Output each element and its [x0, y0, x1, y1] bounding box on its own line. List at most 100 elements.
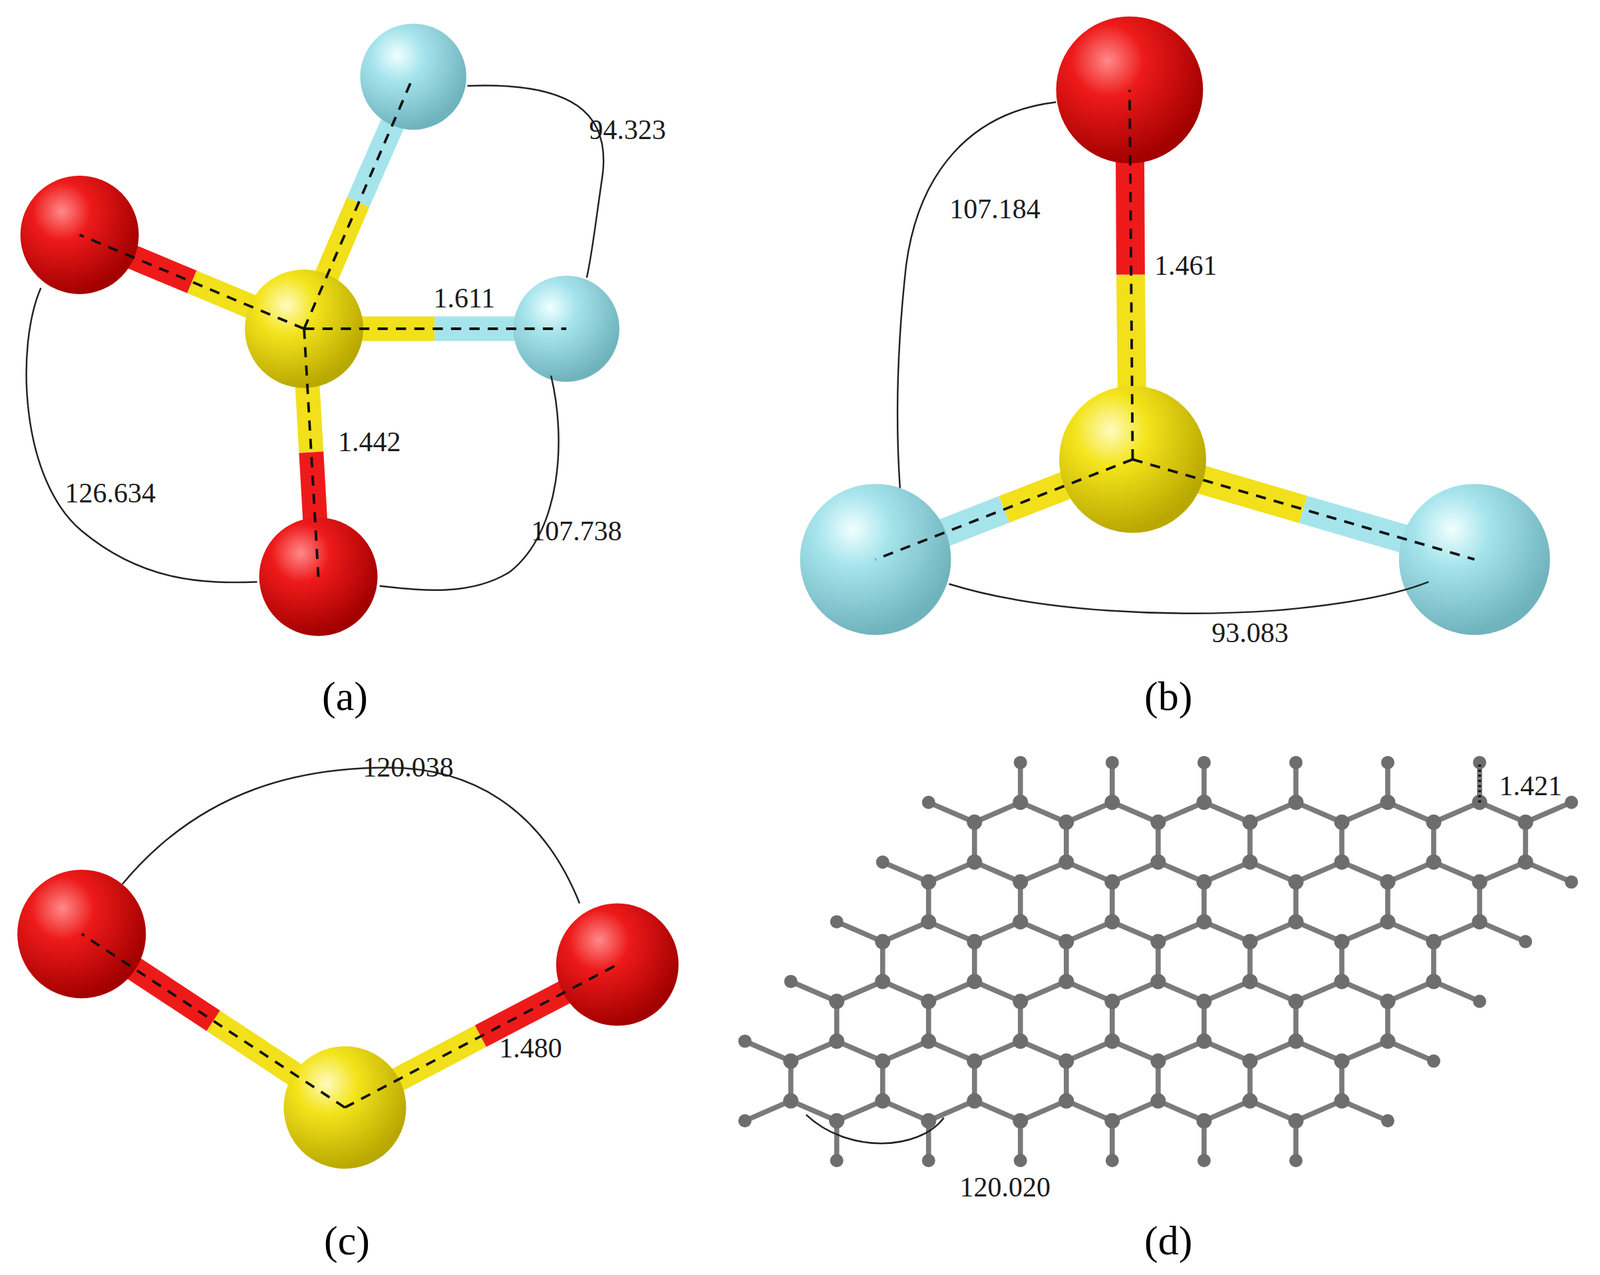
carbon-atom — [1012, 1113, 1028, 1129]
carbon-atom — [1058, 1093, 1074, 1109]
carbon-atom — [920, 874, 937, 890]
carbon-atom — [1242, 1093, 1258, 1109]
hydrogen-atom — [1564, 795, 1579, 809]
carbon-atom — [1012, 914, 1028, 930]
carbon-atom — [1104, 993, 1120, 1009]
measurement-label: 120.020 — [960, 1171, 1052, 1203]
carbon-atom — [1196, 1113, 1212, 1129]
carbon-atom — [1196, 794, 1212, 810]
carbon-atom — [1379, 914, 1396, 930]
carbon-atom — [874, 934, 891, 950]
carbon-atom — [1150, 973, 1166, 989]
hydrogen-atom — [876, 854, 890, 869]
carbon-atom — [1333, 1093, 1350, 1109]
carbon-atom — [1150, 854, 1166, 870]
carbon-atom — [920, 1113, 937, 1129]
carbon-atom — [1287, 993, 1304, 1009]
carbon-atom — [966, 854, 982, 870]
carbon-atom — [920, 1033, 937, 1049]
graphene-sheet — [738, 755, 1579, 1167]
carbon-atom — [1287, 1033, 1304, 1049]
hydrogen-atom — [1472, 994, 1487, 1008]
panel-label: (c) — [323, 1216, 370, 1263]
carbon-atom — [874, 1053, 891, 1069]
hydrogen-atom — [1518, 934, 1533, 949]
carbon-atom — [1242, 934, 1258, 950]
bond-length-marker — [1478, 762, 1482, 803]
carbon-atom — [1058, 814, 1074, 830]
carbon-atom — [1058, 1053, 1074, 1069]
measurement-label: 93.083 — [1211, 617, 1289, 648]
hydrogen-atom — [1013, 755, 1028, 770]
carbon-atom — [1196, 1033, 1212, 1049]
carbon-atom — [1425, 854, 1441, 870]
panel-label: (d) — [1144, 1216, 1193, 1263]
carbon-atom — [1104, 874, 1120, 890]
carbon-atom — [1379, 993, 1396, 1009]
so2f2-molecule — [20, 23, 620, 636]
carbon-atom — [1425, 934, 1441, 950]
hydrogen-atom — [738, 1034, 752, 1048]
carbon-atom — [1242, 854, 1258, 870]
carbon-atom — [1242, 973, 1258, 989]
carbon-atom — [920, 914, 937, 930]
hydrogen-atom — [1381, 1113, 1395, 1127]
so2-molecule — [17, 767, 679, 1169]
measurement-label: 1.442 — [337, 426, 402, 458]
hydrogen-atom — [1381, 755, 1395, 770]
carbon-atom — [1333, 814, 1350, 830]
measurement-label: 1.611 — [433, 282, 495, 314]
hydrogen-atom — [1105, 1153, 1120, 1167]
carbon-atom — [966, 973, 982, 989]
carbon-atom — [1425, 973, 1441, 989]
measurement-label: 107.184 — [949, 193, 1041, 225]
hydrogen-atom — [1197, 755, 1211, 770]
measurement-label: 1.421 — [1498, 770, 1563, 801]
carbon-atom — [1287, 794, 1304, 810]
carbon-atom — [966, 934, 982, 950]
carbon-atom — [1104, 794, 1120, 810]
carbon-atom — [1104, 1113, 1120, 1129]
carbon-atom — [966, 814, 982, 830]
hydrogen-atom — [922, 795, 936, 809]
panel-label: (b) — [1144, 673, 1193, 719]
carbon-atom — [828, 1113, 845, 1129]
carbon-atom — [1150, 1053, 1166, 1069]
carbon-atom — [1012, 1033, 1028, 1049]
carbon-atom — [1333, 1053, 1350, 1069]
carbon-atom — [1472, 874, 1488, 890]
measurement-label: 1.480 — [498, 1032, 563, 1064]
carbon-atom — [783, 1093, 799, 1109]
carbon-atom — [1242, 814, 1258, 830]
carbon-atom — [1518, 854, 1534, 870]
measurement-label: 120.038 — [362, 751, 454, 783]
carbon-atom — [1287, 1113, 1304, 1129]
measurement-label: 94.323 — [589, 114, 667, 146]
carbon-atom — [1287, 874, 1304, 890]
carbon-atom — [1333, 934, 1350, 950]
hydrogen-atom — [830, 1153, 844, 1167]
panel-label: (a) — [321, 673, 368, 719]
carbon-atom — [1012, 993, 1028, 1009]
carbon-atom — [1012, 794, 1028, 810]
hydrogen-atom — [922, 1153, 936, 1167]
carbon-atom — [1150, 814, 1166, 830]
hydrogen-atom — [1197, 1153, 1211, 1167]
carbon-atom — [1150, 1093, 1166, 1109]
carbon-atom — [1058, 973, 1074, 989]
carbon-atom — [966, 1053, 982, 1069]
carbon-atom — [1104, 1033, 1120, 1049]
carbon-atom — [1379, 874, 1396, 890]
sof2-molecule — [800, 16, 1551, 635]
carbon-atom — [1472, 914, 1488, 930]
hydrogen-atom — [1013, 1153, 1028, 1167]
carbon-atom — [1379, 1033, 1396, 1049]
hydrogen-atom — [738, 1113, 752, 1127]
measurement-label: 1.461 — [1154, 250, 1218, 281]
carbon-atom — [828, 1033, 845, 1049]
carbon-atom — [1333, 854, 1350, 870]
carbon-atom — [920, 993, 937, 1009]
carbon-atom — [1196, 874, 1212, 890]
